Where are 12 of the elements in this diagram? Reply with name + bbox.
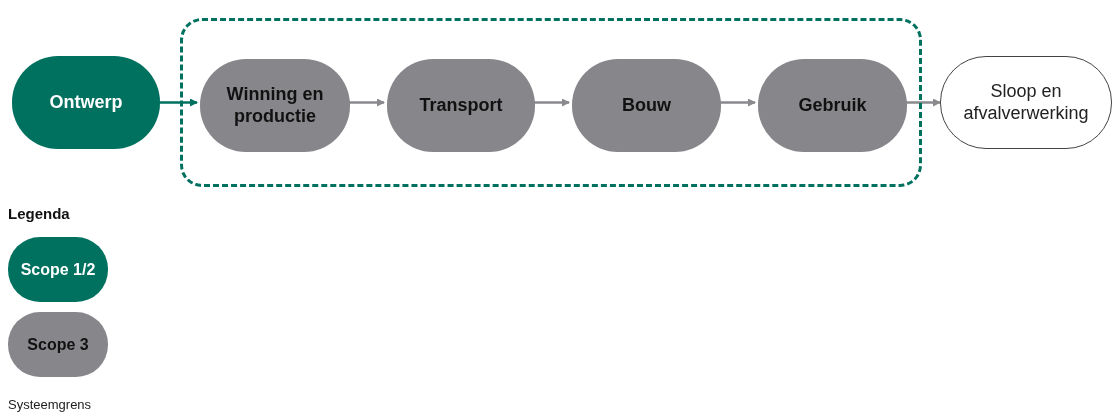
system-boundary [180, 18, 922, 187]
node-label: Bouw [622, 94, 671, 117]
legend-title: Legenda [8, 204, 70, 224]
node-label: Sloop en afvalverwerking [962, 80, 1090, 125]
legend-label: Systeemgrens [8, 396, 92, 414]
legend-swatch: Scope 3 [8, 312, 108, 377]
arrow [160, 98, 198, 107]
node-label: Gebruik [798, 94, 867, 117]
legend-swatch: Scope 1/2 [8, 237, 108, 302]
node-label: Winning en productie [225, 83, 325, 128]
node-label: Ontwerp [49, 91, 123, 114]
node-label: Transport [419, 94, 503, 117]
